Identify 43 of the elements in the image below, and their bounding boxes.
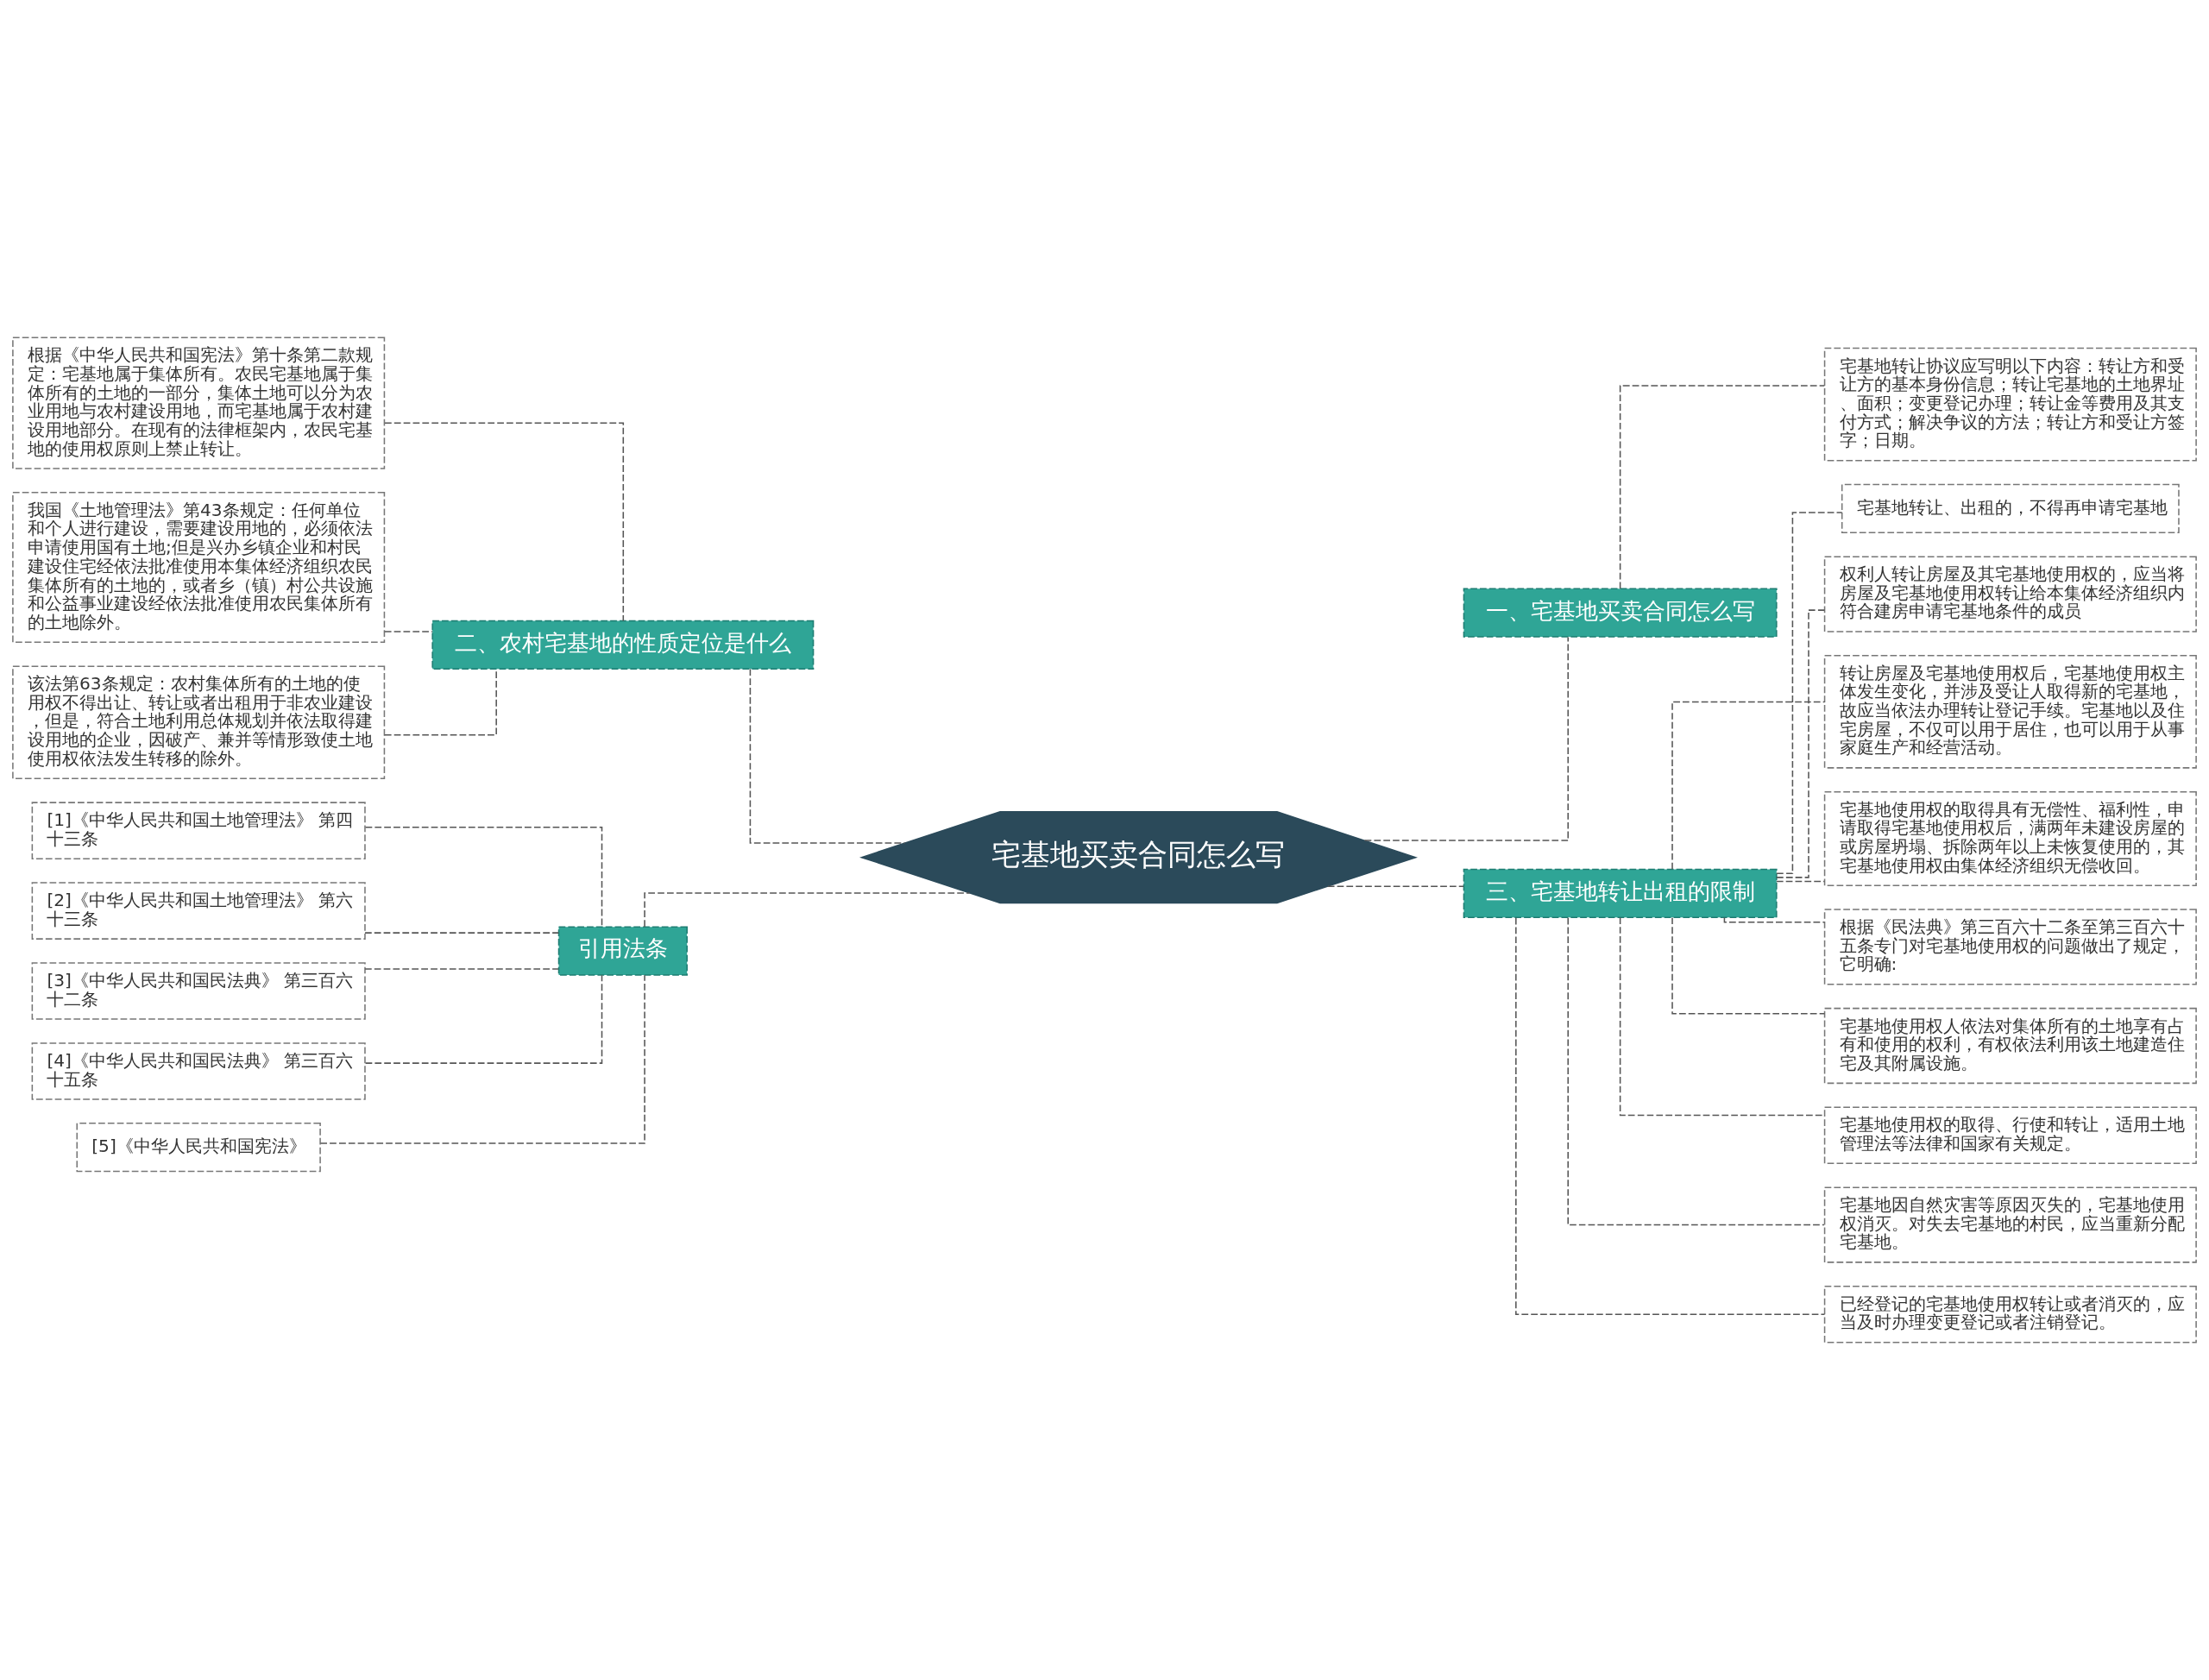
connector (364, 974, 603, 1064)
connector (1671, 916, 1826, 1015)
node-box: [3]《中华人民共和国民法典》 第三百六十二条 (31, 962, 366, 1020)
connector (1776, 512, 1843, 874)
node-box: 宅基地转让、出租的，不得再申请宅基地 (1841, 483, 2180, 534)
node-box: [2]《中华人民共和国土地管理法》 第六十三条 (31, 882, 366, 940)
node-box: 宅基地使用权人依法对集体所有的土地享有占有和使用的权利，有权依法利用该土地建造住宅及其附属设施。 (1823, 1007, 2197, 1085)
connector (1363, 636, 1569, 841)
node-box: [1]《中华人民共和国土地管理法》 第四十三条 (31, 802, 366, 859)
node-box: [4]《中华人民共和国民法典》 第三百六十五条 (31, 1042, 366, 1100)
node-box: 转让房屋及宅基地使用权后，宅基地使用权主体发生变化，并涉及受让人取得新的宅基地，故应当依法办理转让登记手续。宅基地以及住宅房屋，不仅可以用于居住，也可以用于从事家庭生产和经营活动。 (1823, 655, 2197, 769)
connector (1619, 385, 1826, 589)
connector (1515, 917, 1826, 1316)
connector (749, 668, 906, 844)
node-box: 权利人转让房屋及其宅基地使用权的，应当将房屋及宅基地使用权转让给本集体经济组织内符合建房申请宅基地条件的成员 (1823, 556, 2197, 632)
connector (1671, 701, 1826, 871)
connector (1723, 916, 1826, 923)
connector (644, 892, 971, 928)
node-box: 根据《中华人民共和国宪法》第十条第二款规定：宅基地属于集体所有。农民宅基地属于集体所有的土地的一部分，集体土地可以分为农业用地与农村建设用地，而宅基地属于农村建设用地部分。在现有的法律框架内，农民宅基地的使用权原则上禁止转让。 (12, 337, 386, 469)
node-box: 我国《土地管理法》第43条规定：任何单位和个人进行建设，需要建设用地的，必须依法申请使用国有土地;但是兴办乡镇企业和村民建设住宅经依法批准使用本集体经济组织农民集体所有的土地的，或者乡（镇）村公共设施和公益事业建设经依法批准使用农民集体所有的土地除外。 (12, 492, 386, 644)
node-box: 该法第63条规定：农村集体所有的土地的使用权不得出让、转让或者出租用于非农业建设，但是，符合土地利用总体规划并依法取得建设用地的企业，因破产、兼并等情形致使土地使用权依法发生转移的除外。 (12, 665, 386, 780)
node-box: 根据《民法典》第三百六十二条至第三百六十五条专门对宅基地使用权的问题做出了规定，它明确: (1823, 909, 2197, 985)
connector (1327, 885, 1464, 887)
connector (319, 974, 645, 1144)
node-box: 宅基地因自然灾害等原因灭失的，宅基地使用权消灭。对失去宅基地的村民，应当重新分配宅基地。 (1823, 1186, 2197, 1263)
connector (1776, 609, 1826, 878)
connector (364, 826, 603, 928)
connector (384, 631, 433, 632)
connector (1567, 916, 1825, 1226)
node-box: 一、宅基地买卖合同怎么写 (1463, 588, 1778, 638)
node-box: [5]《中华人民共和国宪法》 (76, 1123, 321, 1173)
node-box: 引用法条 (557, 926, 688, 976)
node-box: 宅基地使用权的取得、行使和转让，适用土地管理法等法律和国家有关规定。 (1823, 1106, 2197, 1165)
connector (364, 932, 560, 934)
connector (1776, 880, 1825, 883)
connector (384, 422, 625, 622)
node-box: 已经登记的宅基地使用权转让或者消灭的，应当及时办理变更登记或者注销登记。 (1823, 1286, 2197, 1343)
node-box: 三、宅基地转让出租的限制 (1463, 868, 1778, 919)
node-box: 宅基地使用权的取得具有无偿性、福利性，申请取得宅基地使用权后，满两年未建设房屋的或房屋坍塌、拆除两年以上未恢复使用的，其宅基地使用权由集体经济组织无偿收回。 (1823, 790, 2197, 886)
connector (364, 968, 560, 970)
node-box: 宅基地转让协议应写明以下内容：转让方和受让方的基本身份信息；转让宅基地的土地界址、面积；变更登记办理；转让金等费用及其支付方式；解决争议的方法；转让方和受让方签字；日期。 (1823, 347, 2197, 462)
connector (1619, 916, 1826, 1117)
node-box: 二、农村宅基地的性质定位是什么 (431, 620, 815, 670)
